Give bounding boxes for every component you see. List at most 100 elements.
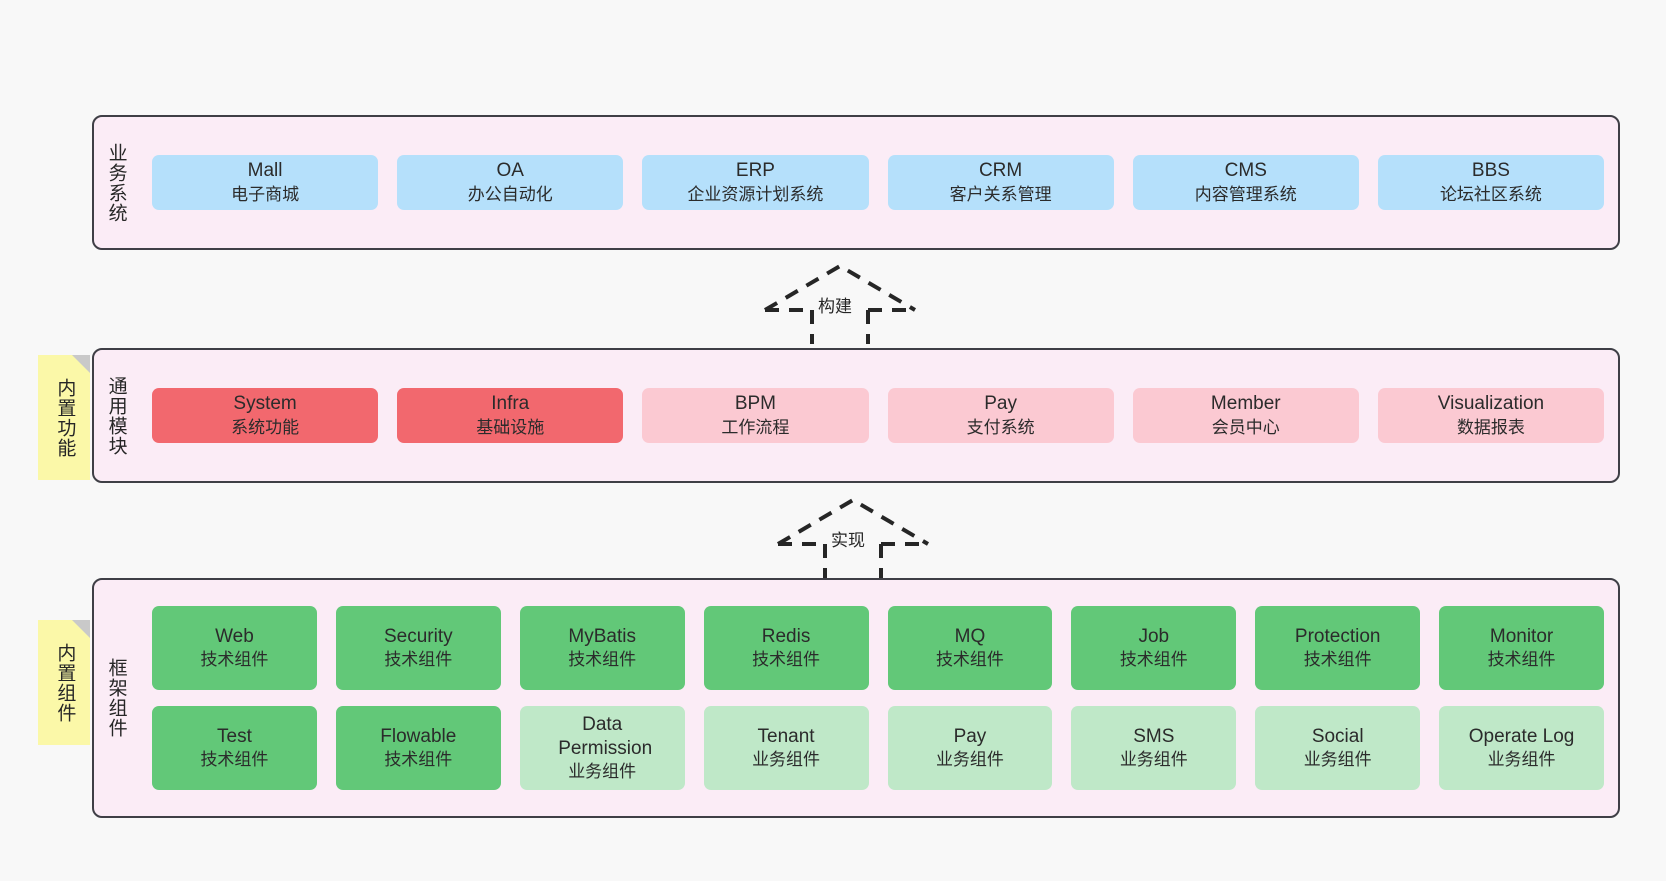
box-title: Test (217, 725, 252, 747)
component-box-mq[interactable]: MQ 技术组件 (887, 606, 1053, 690)
box-title: ERP (735, 160, 775, 182)
box-subtitle: 会员中心 (1211, 417, 1280, 437)
component-box-sms[interactable]: SMS 业务组件 (1071, 706, 1237, 790)
common-modules-row: System 系统功能 Infra 基础设施 BPM 工作流程 Pay 支付系统… (152, 388, 1605, 443)
box-title: BBS (1471, 160, 1510, 182)
box-subtitle: 内容管理系统 (1194, 184, 1297, 204)
component-box-data-permission[interactable]: Data Permission 业务组件 (519, 706, 685, 790)
box-title: Job (1138, 625, 1170, 647)
box-title: Protection (1294, 625, 1381, 647)
box-title: Tenant (757, 725, 815, 747)
box-subtitle: 基础设施 (476, 417, 545, 437)
box-title: BPM (734, 393, 777, 415)
box-title: MyBatis (568, 625, 636, 647)
box-subtitle: 技术组件 (384, 650, 453, 670)
module-box-system[interactable]: System 系统功能 (152, 388, 379, 443)
layer-framework-components-title: 框架组件 (105, 658, 127, 738)
sticky-note-label: 内置组件 (54, 642, 76, 723)
business-box-cms[interactable]: CMS 内容管理系统 (1132, 155, 1359, 210)
connector-implement-arrow (776, 497, 930, 578)
box-subtitle: 技术组件 (1303, 650, 1372, 670)
box-title: Security (383, 625, 453, 647)
component-box-security[interactable]: Security 技术组件 (335, 606, 501, 690)
business-box-bbs[interactable]: BBS 论坛社区系统 (1377, 155, 1605, 210)
framework-components-row-tech: Web 技术组件 Security 技术组件 MyBatis 技术组件 Redi… (152, 606, 1604, 690)
box-subtitle: 业务组件 (1487, 750, 1556, 770)
sticky-note-builtin-features: 内置功能 (38, 355, 90, 480)
box-subtitle: 技术组件 (384, 750, 453, 770)
business-box-oa[interactable]: OA 办公自动化 (397, 155, 624, 210)
box-title: System (233, 393, 297, 415)
business-box-mall[interactable]: Mall 电子商城 (152, 155, 379, 210)
layer-business-systems-title: 业务系统 (105, 142, 127, 223)
box-title: Operate Log (1468, 725, 1575, 747)
business-box-erp[interactable]: ERP 企业资源计划系统 (642, 155, 869, 210)
component-box-protection[interactable]: Protection 技术组件 (1255, 606, 1421, 690)
component-box-tenant[interactable]: Tenant 业务组件 (703, 706, 869, 790)
component-box-monitor[interactable]: Monitor 技术组件 (1439, 606, 1604, 690)
layer-framework-components-body: Web 技术组件 Security 技术组件 MyBatis 技术组件 Redi… (138, 580, 1618, 816)
box-title: Web (215, 625, 254, 647)
component-box-test[interactable]: Test 技术组件 (152, 706, 317, 790)
layer-business-systems-body: Mall 电子商城 OA 办公自动化 ERP 企业资源计划系统 CRM 客户关系… (138, 117, 1618, 248)
module-box-bpm[interactable]: BPM 工作流程 (642, 388, 869, 443)
box-subtitle: 论坛社区系统 (1439, 184, 1542, 204)
connector-build-label: 构建 (818, 297, 852, 316)
layer-common-modules-title: 通用模块 (105, 375, 127, 456)
box-subtitle: 业务组件 (935, 750, 1004, 770)
component-box-operate-log[interactable]: Operate Log 业务组件 (1439, 706, 1604, 790)
box-title: Pay (984, 393, 1017, 415)
box-subtitle: 技术组件 (568, 650, 637, 670)
box-title: Member (1210, 393, 1281, 415)
module-box-visualization[interactable]: Visualization 数据报表 (1377, 388, 1605, 443)
sticky-note-label: 内置功能 (54, 377, 76, 458)
box-subtitle: 支付系统 (966, 417, 1035, 437)
box-title: MQ (954, 625, 986, 647)
box-title: CMS (1224, 160, 1267, 182)
box-title: CRM (978, 160, 1023, 182)
box-title: Social (1311, 725, 1364, 747)
box-subtitle: 技术组件 (200, 750, 269, 770)
box-title: Data Permission (558, 713, 653, 760)
framework-components-row-business: Test 技术组件 Flowable 技术组件 Data Permission … (152, 706, 1604, 790)
box-subtitle: 企业资源计划系统 (687, 184, 824, 204)
box-subtitle: 技术组件 (935, 650, 1004, 670)
box-title: SMS (1133, 725, 1175, 747)
box-subtitle: 技术组件 (752, 650, 821, 670)
component-box-web[interactable]: Web 技术组件 (152, 606, 317, 690)
box-title: Pay (953, 725, 987, 747)
box-subtitle: 系统功能 (231, 417, 300, 437)
module-box-member[interactable]: Member 会员中心 (1132, 388, 1359, 443)
box-subtitle: 工作流程 (721, 417, 790, 437)
sticky-fold-icon (72, 620, 90, 638)
component-box-redis[interactable]: Redis 技术组件 (703, 606, 869, 690)
business-systems-row: Mall 电子商城 OA 办公自动化 ERP 企业资源计划系统 CRM 客户关系… (152, 155, 1605, 210)
box-subtitle: 技术组件 (200, 650, 269, 670)
box-subtitle: 业务组件 (568, 762, 637, 782)
connector-build-arrow (763, 263, 917, 344)
box-subtitle: 技术组件 (1487, 650, 1556, 670)
box-title: Mall (247, 160, 283, 182)
component-box-pay[interactable]: Pay 业务组件 (887, 706, 1053, 790)
layer-common-modules: 通用模块 System 系统功能 Infra 基础设施 BPM 工作流程 Pay… (92, 348, 1620, 483)
box-title: Redis (761, 625, 811, 647)
component-box-mybatis[interactable]: MyBatis 技术组件 (519, 606, 685, 690)
layer-framework-components: 框架组件 Web 技术组件 Security 技术组件 MyBatis 技术组件… (92, 578, 1620, 818)
box-title: Flowable (380, 725, 457, 747)
box-subtitle: 电子商城 (231, 184, 300, 204)
component-box-job[interactable]: Job 技术组件 (1071, 606, 1237, 690)
component-box-social[interactable]: Social 业务组件 (1255, 706, 1421, 790)
box-title: Visualization (1437, 393, 1545, 415)
module-box-pay[interactable]: Pay 支付系统 (887, 388, 1114, 443)
business-box-crm[interactable]: CRM 客户关系管理 (887, 155, 1114, 210)
module-box-infra[interactable]: Infra 基础设施 (397, 388, 624, 443)
connector-implement-label: 实现 (831, 531, 865, 550)
component-box-flowable[interactable]: Flowable 技术组件 (335, 706, 501, 790)
box-subtitle: 业务组件 (1303, 750, 1372, 770)
box-title: Monitor (1489, 625, 1554, 647)
sticky-fold-icon (72, 355, 90, 373)
box-subtitle: 业务组件 (1119, 750, 1188, 770)
box-subtitle: 办公自动化 (467, 184, 553, 204)
box-title: OA (496, 160, 524, 182)
